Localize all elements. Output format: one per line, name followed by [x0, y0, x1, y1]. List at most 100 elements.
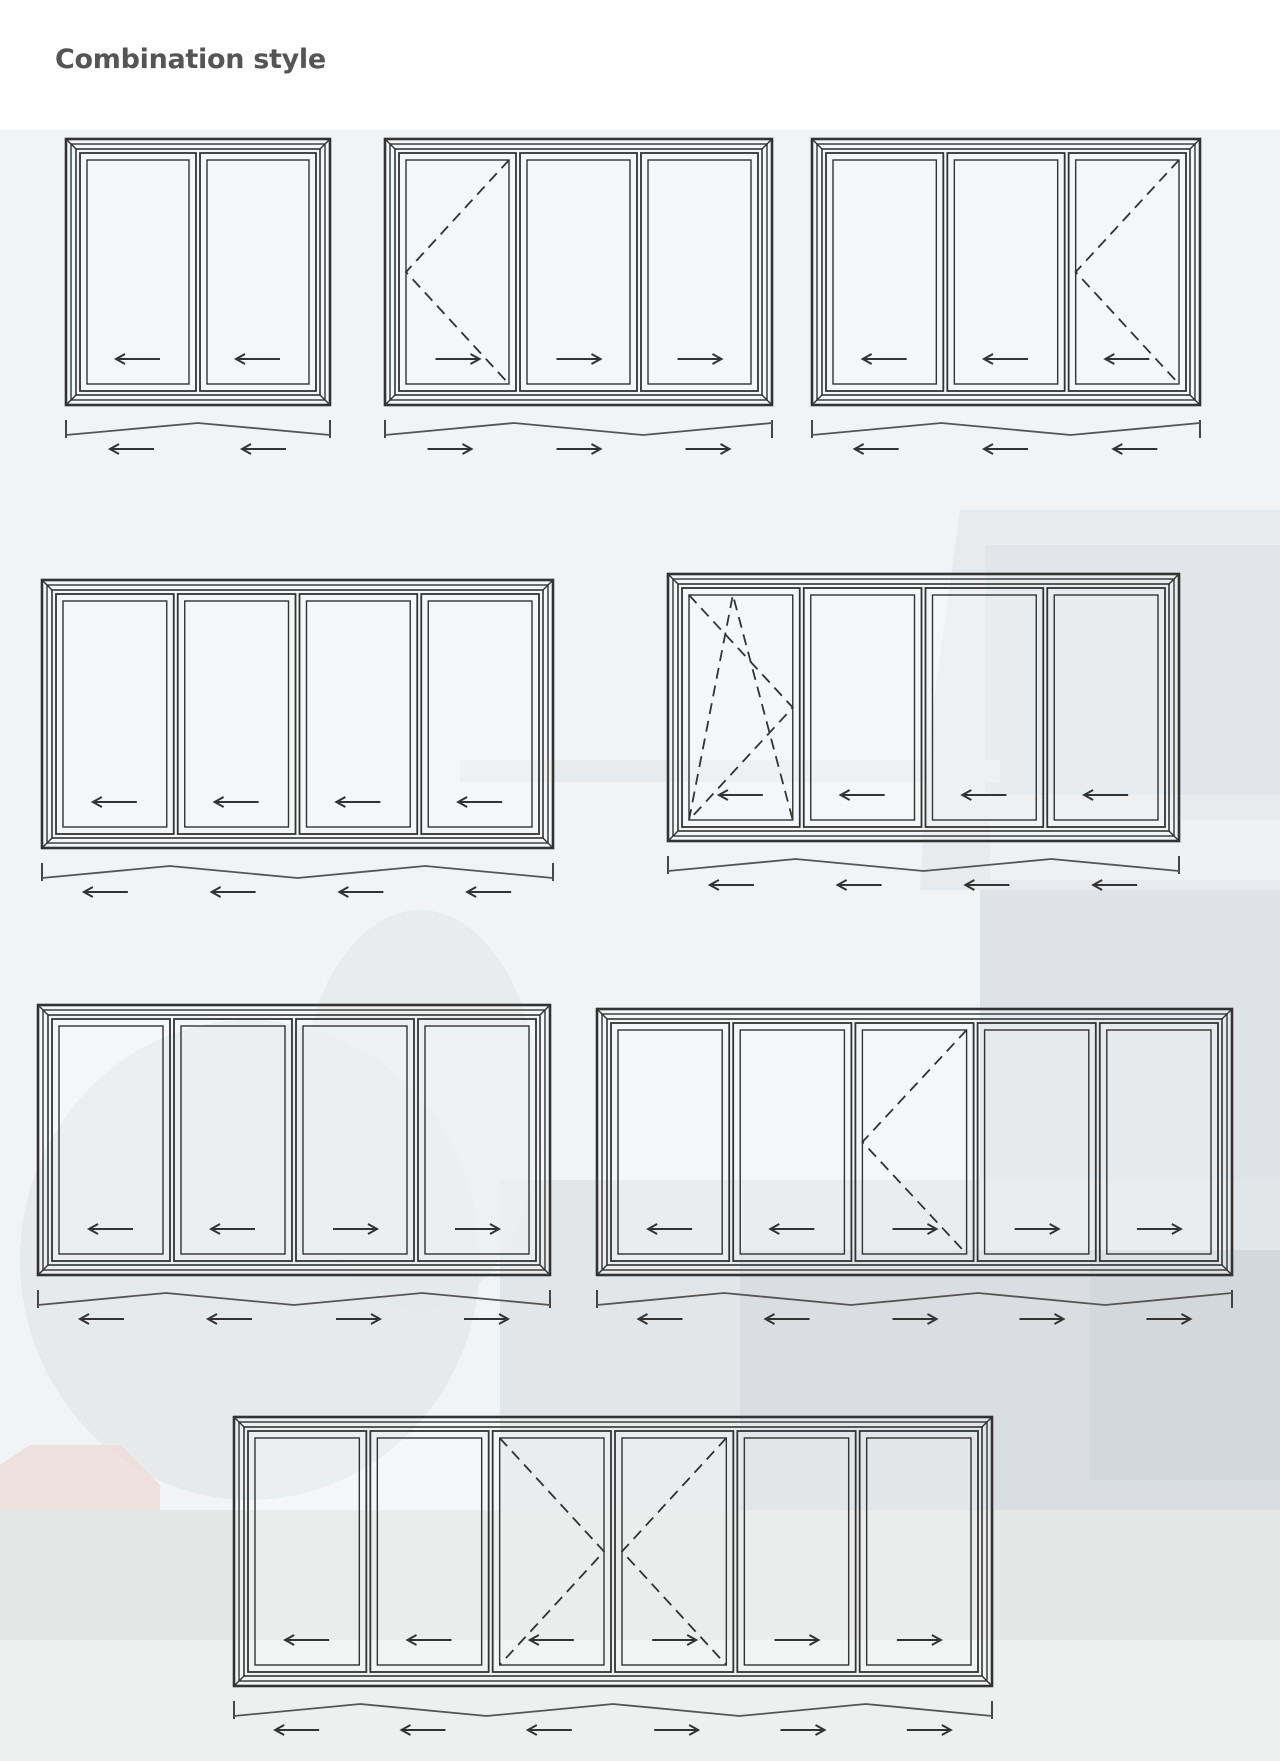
fold-track: [37, 1290, 551, 1325]
direction-arrow: [405, 1634, 452, 1646]
track-arrow: [654, 1724, 701, 1736]
track-arrow: [835, 879, 882, 891]
direction-arrow: [716, 789, 763, 801]
sash-panel: [614, 1430, 735, 1673]
track-arrow: [636, 1313, 683, 1325]
direction-arrow: [556, 353, 603, 365]
track-arrow: [1111, 443, 1158, 455]
turn-indicator: [688, 594, 794, 821]
sash-panel: [640, 152, 759, 392]
track-arrow: [399, 1724, 446, 1736]
sash-panel: [398, 152, 517, 392]
sash-panel: [247, 1430, 368, 1673]
window-configuration: [36, 1003, 552, 1325]
direction-arrow: [1136, 1223, 1183, 1235]
direction-arrow: [1103, 353, 1150, 365]
outer-frame: [383, 137, 774, 407]
sash-panel: [802, 587, 923, 828]
direction-arrow: [113, 353, 160, 365]
sash-panel: [173, 1018, 293, 1262]
track-arrow: [906, 1724, 953, 1736]
direction-arrow: [283, 1634, 330, 1646]
track-arrow: [685, 443, 732, 455]
window-configuration: [666, 572, 1181, 891]
opening-indicator: [861, 1029, 968, 1255]
track-arrow: [465, 886, 512, 898]
fold-track: [811, 420, 1201, 455]
outer-frame: [666, 572, 1181, 843]
sash-panel: [924, 587, 1045, 828]
direction-arrow: [981, 353, 1028, 365]
outer-frame: [40, 578, 555, 850]
track-arrow: [427, 443, 474, 455]
sash-panel: [79, 152, 197, 392]
sash-panel: [295, 1018, 415, 1262]
track-arrow: [1146, 1313, 1193, 1325]
direction-arrow: [527, 1634, 574, 1646]
track-arrow: [337, 886, 384, 898]
track-arrow: [464, 1313, 511, 1325]
direction-arrow: [774, 1634, 821, 1646]
sash-panel: [519, 152, 638, 392]
fold-track: [65, 420, 331, 455]
sash-panel: [420, 593, 540, 835]
window-configuration: [232, 1415, 994, 1736]
sash-panel: [1046, 587, 1166, 828]
direction-arrow: [1014, 1223, 1061, 1235]
direction-arrow: [677, 353, 724, 365]
sash-panel: [298, 593, 419, 835]
track-arrow: [852, 443, 899, 455]
opening-indicator: [1074, 159, 1180, 385]
track-arrow: [273, 1724, 320, 1736]
fold-track: [41, 863, 554, 898]
outer-frame: [232, 1415, 994, 1688]
tilt-indicator: [688, 594, 794, 821]
direction-arrow: [333, 1223, 380, 1235]
window-configuration: [383, 137, 774, 455]
direction-arrow: [334, 796, 381, 808]
track-arrow: [205, 1313, 252, 1325]
track-arrow: [209, 886, 256, 898]
sash-panel: [176, 593, 297, 835]
direction-arrow: [892, 1223, 939, 1235]
fold-track: [233, 1701, 993, 1736]
outer-frame: [810, 137, 1202, 407]
sash-panel: [610, 1022, 731, 1262]
window-configuration: [40, 578, 555, 898]
header: Combination style: [0, 0, 1280, 130]
sash-panel: [369, 1430, 490, 1673]
sash-panel: [417, 1018, 537, 1262]
opening-indicator: [404, 159, 510, 385]
sash-panel: [491, 1430, 612, 1673]
window-configuration: [810, 137, 1202, 455]
direction-arrow: [896, 1634, 943, 1646]
direction-arrow: [768, 1223, 815, 1235]
track-arrow: [963, 879, 1010, 891]
fold-track: [596, 1290, 1233, 1325]
direction-arrow: [860, 353, 907, 365]
direction-arrow: [646, 1223, 693, 1235]
outer-frame: [64, 137, 332, 407]
sash-panel: [858, 1430, 979, 1673]
track-arrow: [981, 443, 1028, 455]
direction-arrow: [1082, 789, 1129, 801]
sash-panel: [55, 593, 175, 835]
sash-panel: [946, 152, 1066, 392]
track-arrow: [556, 443, 603, 455]
background-photo: [0, 130, 1280, 1761]
sash-panel: [976, 1022, 1097, 1262]
sash-panel: [199, 152, 317, 392]
direction-arrow: [960, 789, 1007, 801]
sash-panel: [825, 152, 945, 392]
sash-panel: [51, 1018, 171, 1262]
direction-arrow: [456, 796, 503, 808]
fold-track: [384, 420, 773, 455]
track-arrow: [707, 879, 754, 891]
opening-indicator: [620, 1437, 727, 1666]
track-arrow: [239, 443, 286, 455]
direction-arrow: [212, 796, 259, 808]
direction-arrow: [435, 353, 482, 365]
direction-arrow: [455, 1223, 502, 1235]
